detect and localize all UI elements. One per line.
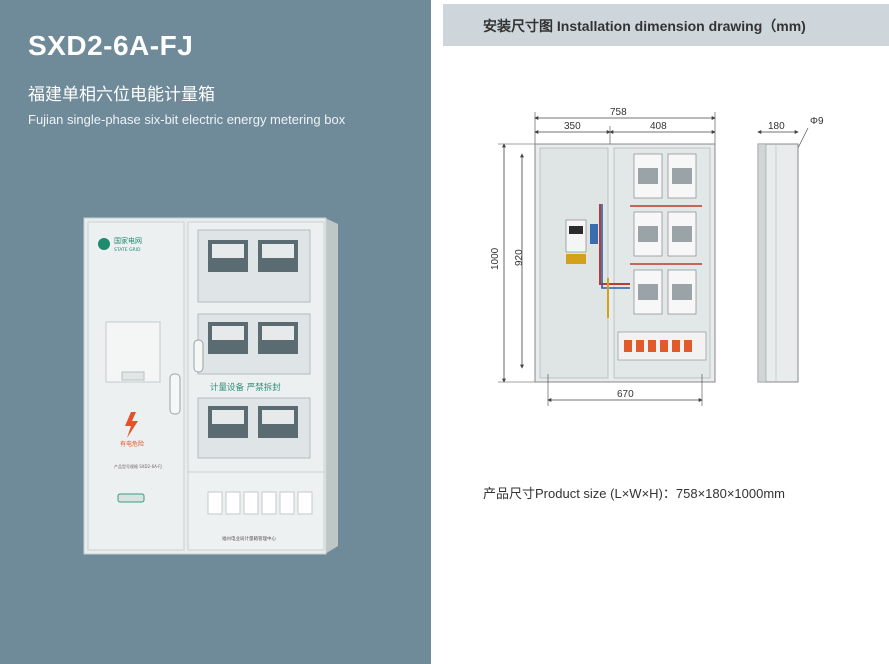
side-note: 产品型号规格 SXD2-6A-FJ (114, 463, 162, 469)
product-size: 产品尺寸Product size (L×W×H)：758×180×1000mm (483, 486, 786, 501)
section-header: 安装尺寸图 Installation dimension drawing（mm) (443, 4, 889, 46)
header-title-cn: 安装尺寸图 (483, 18, 553, 34)
product-photo: 国家电网 STATE GRID 有电危险 产品型号规格 SXD2-6A-FJ 计… (83, 217, 338, 555)
lightning-icon (125, 412, 138, 438)
dim-depth: 180 (768, 121, 785, 132)
brand-label: 国家电网 (114, 236, 142, 245)
model-title: SXD2-6A-FJ (28, 30, 194, 61)
dim-total-height: 1000 (490, 247, 501, 270)
product-panel: SXD2-6A-FJ 福建单相六位电能计量箱 Fujian single-pha… (0, 0, 431, 664)
seal-text: 计量设备 严禁拆封 (210, 382, 281, 393)
dim-mount-width: 670 (617, 389, 634, 400)
dimension-drawing: 758 350 408 1000 920 670 180 (490, 107, 824, 406)
product-name-en: Fujian single-phase six-bit electric ene… (28, 112, 346, 127)
dim-total-width: 758 (610, 107, 627, 118)
dim-left-width: 350 (564, 121, 581, 132)
brand-sub: STATE GRID (114, 247, 141, 253)
dim-right-width: 408 (650, 121, 667, 132)
product-name-cn: 福建单相六位电能计量箱 (28, 85, 215, 105)
warning-text: 有电危险 (120, 440, 144, 448)
dim-inner-height: 920 (514, 249, 525, 266)
header-title-en: Installation dimension drawing（mm) (556, 18, 806, 34)
bottom-note: 福州电业局计量箱管理中心 (222, 535, 276, 542)
dim-hole: Φ9 (810, 116, 824, 127)
